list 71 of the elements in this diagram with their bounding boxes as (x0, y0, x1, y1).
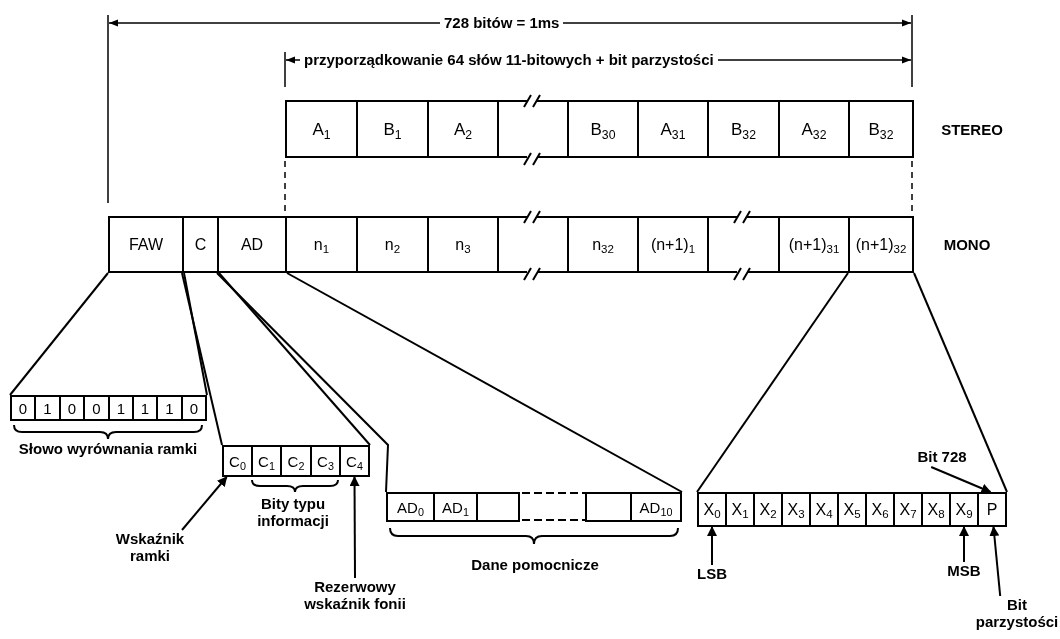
frame-cell: 0 (59, 395, 85, 421)
arrow (930, 466, 992, 494)
expansion-line (696, 272, 849, 493)
frame-cell: 1 (108, 395, 134, 421)
expansion-line (183, 272, 208, 396)
expansion-line (216, 272, 389, 493)
arrow (959, 526, 969, 563)
arrow (349, 476, 360, 579)
frame-cell: C (182, 216, 219, 273)
frame-cell: A$_{1}$ (285, 100, 358, 158)
frame-cell: 1 (34, 395, 61, 421)
frame-cell: n$_{2}$ (356, 216, 429, 273)
frame-cell: C$_{0}$ (222, 445, 253, 477)
frame-cell: X$_{2}$ (753, 492, 783, 527)
frame-cell: A$_{2}$ (427, 100, 499, 158)
frame-cell: FAW (108, 216, 184, 273)
frame-cell: X$_{3}$ (781, 492, 811, 527)
expansion-line (218, 272, 371, 446)
expansion-line (286, 272, 683, 493)
text-label: Słowo wyrównania ramki (18, 440, 198, 458)
frame-cell: X$_{0}$ (697, 492, 727, 527)
frame-cell: AD$_{0}$ (386, 492, 435, 522)
arrow (181, 476, 228, 531)
frame-cell: B$_{32}$ (848, 100, 914, 158)
frame-cell: A$_{31}$ (637, 100, 709, 158)
frame-cell: (n+1)$_{31}$ (778, 216, 850, 273)
arrow (707, 526, 717, 566)
frame-cell: (n+1)$_{1}$ (637, 216, 709, 273)
frame-cell: C$_{1}$ (251, 445, 282, 477)
text-label: Dane pomocnicze (470, 556, 600, 574)
annotation-text: Bit parzystości (975, 596, 1059, 636)
text-label: STEREO (940, 121, 1004, 139)
frame-cell: X$_{7}$ (893, 492, 923, 527)
frame-cell: X$_{1}$ (725, 492, 755, 527)
frame-cell: X$_{9}$ (949, 492, 979, 527)
expansion-line (913, 272, 1008, 493)
frame-cell: B$_{32}$ (707, 100, 780, 158)
frame-cell: X$_{6}$ (865, 492, 895, 527)
frame-cell: (n+1)$_{32}$ (848, 216, 914, 273)
annotation-text: MSB (941, 562, 987, 581)
frame-cell: 0 (181, 395, 207, 421)
arrow (989, 526, 1002, 597)
frame-cell: A$_{32}$ (778, 100, 850, 158)
frame-cell: AD$_{10}$ (630, 492, 682, 522)
frame-cell: n$_{1}$ (285, 216, 358, 273)
frame-cell: n$_{32}$ (567, 216, 639, 273)
expansion-line (9, 272, 109, 396)
frame-cell: C$_{2}$ (280, 445, 312, 477)
frame-cell: 1 (132, 395, 158, 421)
frame-cell: C$_{4}$ (339, 445, 370, 477)
frame-cell: B$_{30}$ (567, 100, 639, 158)
frame-cell: P (977, 492, 1007, 527)
text-label: MONO (942, 236, 992, 254)
annotation-text: LSB (690, 565, 734, 584)
frame-cell: B$_{1}$ (356, 100, 429, 158)
frame-cell: 1 (156, 395, 183, 421)
annotation-text: Bit 728 (906, 448, 978, 467)
frame-cell: X$_{4}$ (809, 492, 839, 527)
frame-cell: n$_{3}$ (427, 216, 499, 273)
frame-cell: AD (217, 216, 287, 273)
text-label: Bity typu informacji (256, 495, 330, 530)
frame-cell: AD$_{1}$ (433, 492, 478, 522)
frame-cell: 0 (83, 395, 110, 421)
annotation-text: Wskaźnik ramki (100, 530, 200, 570)
dimension-label: przyporządkowanie 64 słów 11-bitowych + bit parzystości (300, 51, 718, 69)
annotation-text: Rezerwowy wskaźnik fonii (300, 578, 410, 638)
frame-cell: C$_{3}$ (310, 445, 341, 477)
expansion-line (181, 272, 223, 446)
frame-cell: X$_{8}$ (921, 492, 951, 527)
frame-cell: 0 (10, 395, 36, 421)
frame-cell: X$_{5}$ (837, 492, 867, 527)
